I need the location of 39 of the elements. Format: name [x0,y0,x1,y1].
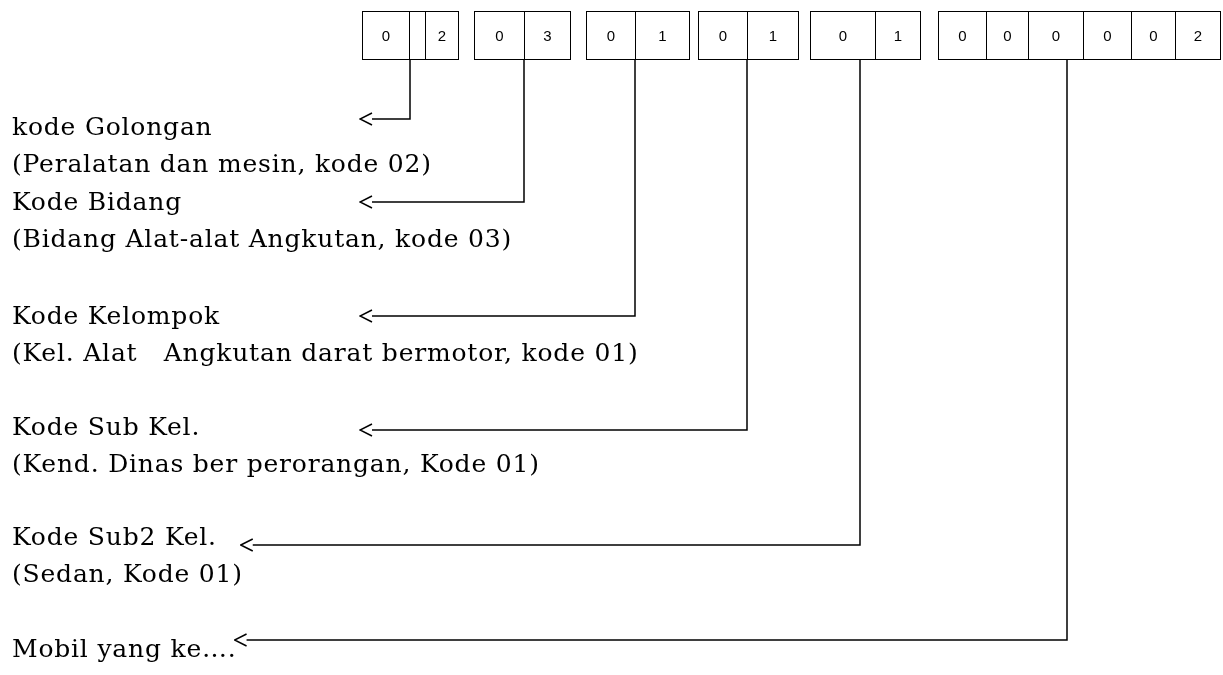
code-digit: 2 [1176,12,1220,59]
code-digit: 0 [987,12,1029,59]
code-digit: 0 [811,12,876,59]
arrow [359,59,525,209]
code-title: kode Golongan [12,111,214,143]
code-description: (Kel. Alat Angkutan darat bermotor, kode 01) [12,337,639,369]
code-digit-group [810,11,921,60]
code-digit: 1 [876,12,920,59]
arrow [359,59,636,323]
code-digit: 0 [475,12,525,59]
code-digit: 0 [587,12,636,59]
code-digit: 1 [748,12,798,59]
arrow [240,59,861,552]
code-description: (Kend. Dinas ber perorangan, Kode 01) [12,448,540,480]
code-digit-group [938,11,1221,60]
code-digit: 0 [699,12,748,59]
code-digit: 0 [1029,12,1084,59]
code-digit: 2 [426,12,458,59]
arrow [359,59,748,437]
code-digit: 0 [1132,12,1176,59]
code-description: (Peralatan dan mesin, kode 02) [12,148,432,180]
code-digit-group [362,11,459,60]
code-digit: 3 [525,12,570,59]
code-digit-group [586,11,690,60]
code-description: (Sedan, Kode 01) [12,558,243,590]
code-digit: 0 [1084,12,1132,59]
code-digit-group [474,11,571,60]
code-title: Mobil yang ke…. [12,633,237,665]
code-description: (Bidang Alat-alat Angkutan, kode 03) [12,223,512,255]
code-title: Kode Bidang [12,186,183,218]
code-digit: 0 [363,12,410,59]
arrow [359,59,411,126]
code-title: Kode Sub2 Kel. [12,521,218,553]
code-title: Kode Kelompok [12,300,221,332]
code-digit-group [698,11,799,60]
arrow [233,59,1068,647]
code-digit: 1 [636,12,689,59]
code-title: Kode Sub Kel. [12,411,202,443]
code-digit: 0 [939,12,987,59]
